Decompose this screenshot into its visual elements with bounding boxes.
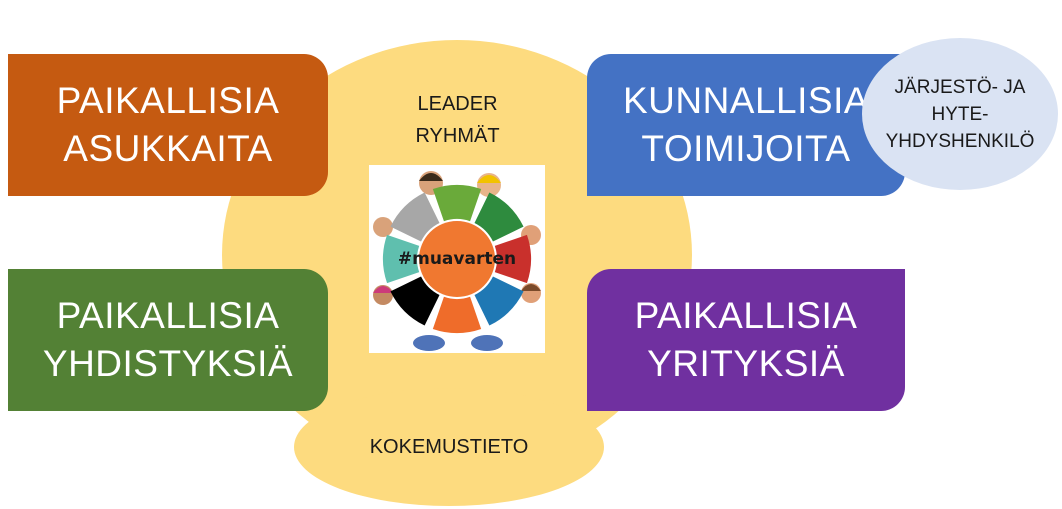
bubble-line-1: JÄRJESTÖ- JA (894, 76, 1026, 98)
box-line-1: PAIKALLISIA (634, 295, 858, 336)
wheel-segment (432, 296, 482, 333)
box-line-1: PAIKALLISIA (56, 295, 280, 336)
box-line-2: TOIMIJOITA (641, 128, 851, 169)
bubble-line-2: HYTE- (931, 103, 989, 125)
wheel-segment (390, 192, 440, 242)
box-line-2: YRITYKSIÄ (647, 343, 845, 384)
box-kunnallisia-toimijoita: KUNNALLISIA TOIMIJOITA (587, 54, 905, 196)
kokemustieto-ellipse: KOKEMUSTIETO (294, 388, 604, 506)
wheel-segment (390, 276, 440, 326)
bubble-line-3: YHDYSHENKILÖ (885, 130, 1035, 152)
wheel-segment (474, 276, 524, 326)
box-line-1: PAIKALLISIA (56, 80, 280, 121)
wheel-center (419, 221, 495, 297)
leader-line-1: LEADER (417, 93, 498, 115)
box-paikallisia-asukkaita: PAIKALLISIA ASUKKAITA (8, 54, 328, 196)
people-wheel-icon: #muavarten (373, 171, 541, 351)
kokemustieto-label: KOKEMUSTIETO (369, 435, 529, 458)
muavarten-logo: #muavarten (369, 165, 545, 353)
leader-ryhmat-label: LEADER RYHMÄT (390, 88, 525, 152)
jarjesto-hyte-bubble: JÄRJESTÖ- JA HYTE- YHDYSHENKILÖ (862, 38, 1058, 190)
wheel-segment (432, 185, 482, 222)
wheel-segment (474, 192, 524, 242)
box-line-2: ASUKKAITA (63, 128, 273, 169)
wheel-segments (383, 185, 531, 333)
box-line-1: KUNNALLISIA (622, 80, 870, 121)
box-paikallisia-yhdistyksia: PAIKALLISIA YHDISTYKSIÄ (8, 269, 328, 411)
box-paikallisia-yrityksia: PAIKALLISIA YRITYKSIÄ (587, 269, 905, 411)
wheel-segment (494, 234, 531, 284)
muavarten-logo-text: #muavarten (398, 249, 516, 269)
leader-line-2: RYHMÄT (415, 125, 500, 147)
wheel-segment (383, 234, 420, 284)
box-line-2: YHDISTYKSIÄ (42, 343, 294, 384)
